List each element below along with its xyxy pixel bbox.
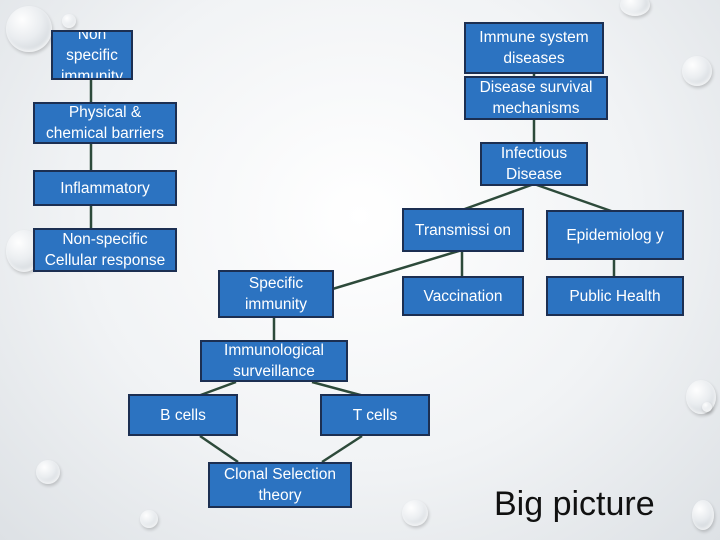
connector-infectious-transmission: [461, 182, 535, 212]
connector-transmission-specific: [315, 248, 463, 296]
big-picture-caption: Big picture: [494, 485, 655, 523]
node-non-specific-cellular-response: Non-specific Cellular response: [33, 228, 177, 272]
connector-bcells-clonal: [199, 434, 239, 464]
node-disease-survival-mechanisms: Disease survival mechanisms: [464, 76, 608, 120]
water-drop-decoration: [620, 0, 650, 16]
node-clonal-selection-theory: Clonal Selection theory: [208, 462, 352, 508]
water-drop-decoration: [402, 500, 428, 526]
water-drop-decoration: [682, 56, 712, 86]
water-drop-decoration: [62, 14, 76, 28]
connector-surveillance-tcells: [311, 380, 365, 398]
node-transmission: Transmissi on: [402, 208, 524, 252]
node-b-cells: B cells: [128, 394, 238, 436]
node-physical-chemical-barriers: Physical & chemical barriers: [33, 102, 177, 144]
water-drop-decoration: [6, 6, 52, 52]
connector-surveillance-bcells: [197, 380, 237, 398]
connector-tcells-clonal: [321, 434, 363, 464]
water-drop-decoration: [702, 402, 712, 412]
node-immune-system-diseases: Immune system diseases: [464, 22, 604, 74]
node-infectious-disease: Infectious Disease: [480, 142, 588, 186]
node-epidemiology: Epidemiolog y: [546, 210, 684, 260]
node-t-cells: T cells: [320, 394, 430, 436]
water-drop-decoration: [36, 460, 60, 484]
node-immunological-surveillance: Immunological surveillance: [200, 340, 348, 382]
node-inflammatory: Inflammatory: [33, 170, 177, 206]
water-drop-decoration: [692, 500, 714, 530]
node-specific-immunity: Specific immunity: [218, 270, 334, 318]
connector-infectious-epidemiology: [533, 182, 615, 214]
node-non-specific-immunity: Non specific immunity: [51, 30, 133, 80]
node-public-health: Public Health: [546, 276, 684, 316]
node-vaccination: Vaccination: [402, 276, 524, 316]
water-drop-decoration: [140, 510, 158, 528]
